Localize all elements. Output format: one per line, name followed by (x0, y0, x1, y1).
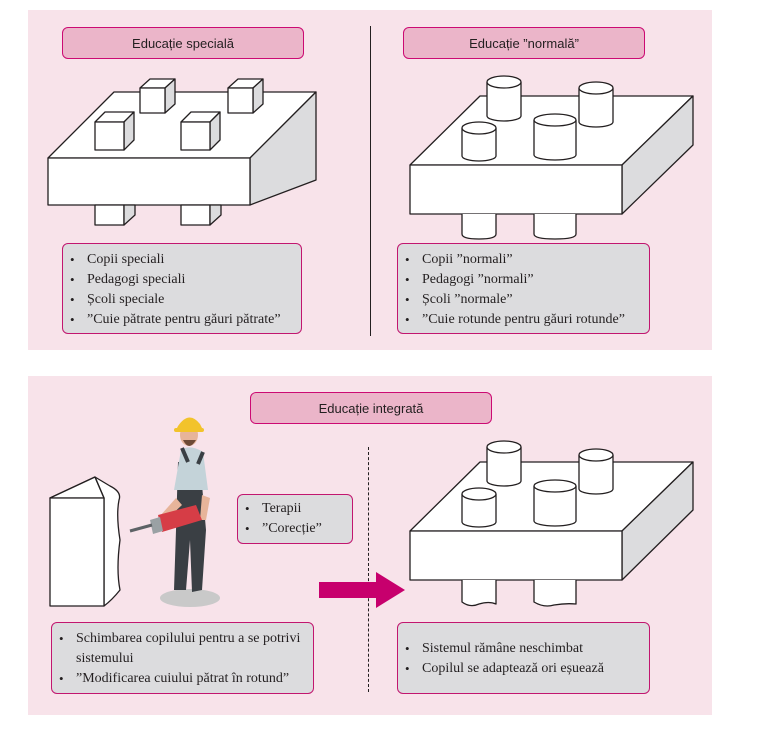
list-item: Copii ”normali” (405, 250, 649, 270)
list-item: ”Corecție” (245, 519, 352, 539)
list-item: Școli ”normale” (405, 290, 649, 310)
list-item: Pedagogi speciali (70, 270, 301, 290)
dashed-separator (368, 447, 369, 692)
normal-education-list: Copii ”normali” Pedagogi ”normali” Școli… (397, 243, 650, 334)
list-item: ”Modificarea cuiului pătrat în rotund” (59, 669, 303, 689)
normal-education-title: Educație ”normală” (403, 27, 645, 59)
list-item: Terapii (245, 499, 352, 519)
therapy-list: Terapii ”Corecție” (237, 494, 353, 544)
list-item: Schimbarea copilului pentru a se potrivi… (59, 629, 303, 669)
special-education-title: Educație specială (62, 27, 304, 59)
list-item: Școli speciale (70, 290, 301, 310)
system-unchanged-list: Sistemul rămâne neschimbat Copilul se ad… (397, 622, 650, 694)
separator-line (370, 26, 371, 336)
special-education-list: Copii speciali Pedagogi speciali Școli s… (62, 243, 302, 334)
list-item: Sistemul rămâne neschimbat (405, 639, 649, 659)
list-item: Copii speciali (70, 250, 301, 270)
list-item: ”Cuie rotunde pentru găuri rotunde” (405, 310, 649, 330)
list-item: ”Cuie pătrate pentru găuri pătrate” (70, 310, 301, 330)
list-item: Copilul se adaptează ori eșuează (405, 659, 649, 679)
list-item: Pedagogi ”normali” (405, 270, 649, 290)
change-child-list: Schimbarea copilului pentru a se potrivi… (51, 622, 314, 694)
integrated-education-title: Educație integrată (250, 392, 492, 424)
